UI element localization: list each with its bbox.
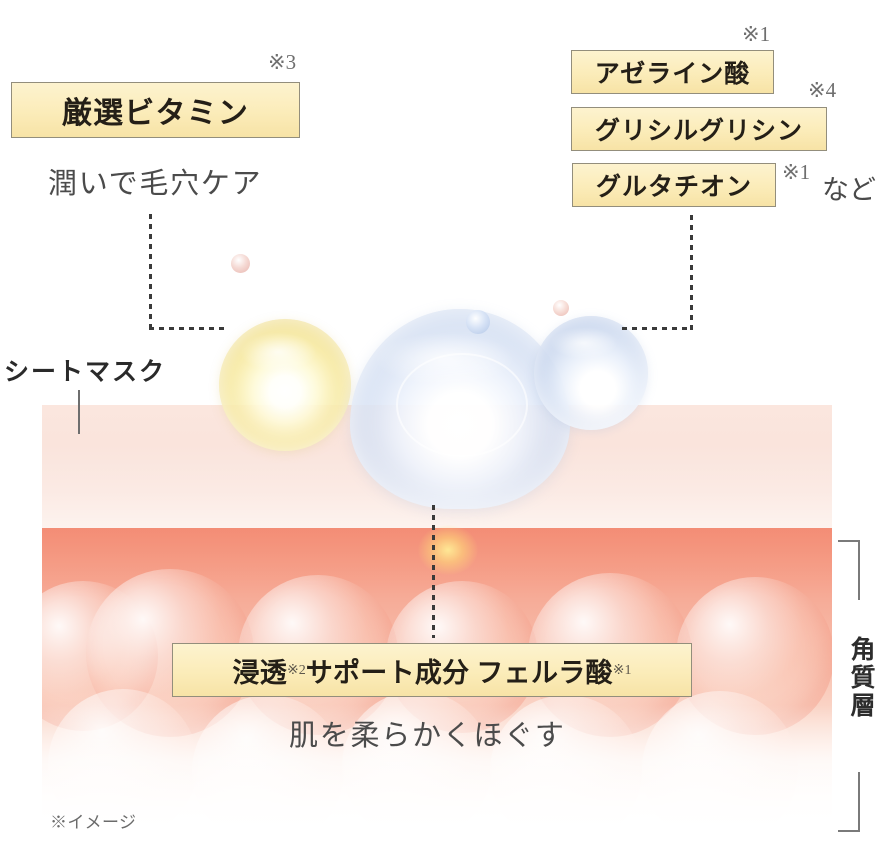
small-blue-bubble bbox=[466, 310, 490, 334]
vitamin-footnote-marker: ※3 bbox=[268, 50, 297, 74]
layer-fade-overlay bbox=[42, 705, 832, 830]
sheet-mask-label: シートマスク bbox=[4, 358, 167, 386]
support-ingredient-text: サポート成分 フェルラ酸 bbox=[305, 657, 613, 688]
left-connector-vertical bbox=[149, 214, 152, 330]
small-pink-bubble bbox=[553, 300, 569, 316]
azelaic-acid-box: アゼライン酸 bbox=[571, 50, 774, 94]
corneum-bracket-gap bbox=[839, 600, 863, 772]
ingredient-droplet bbox=[534, 316, 648, 430]
image-disclaimer: ※イメージ bbox=[50, 813, 137, 832]
small-pink-bubble bbox=[231, 254, 250, 273]
corneum-label: 角質層 bbox=[847, 636, 875, 720]
sheet-mask-pointer-line bbox=[78, 390, 80, 434]
glycylglycine-box: グリシルグリシン bbox=[571, 107, 827, 151]
penetration-text: 浸透 bbox=[232, 657, 287, 688]
right-connector-vertical bbox=[690, 215, 693, 331]
soften-skin-caption: 肌を柔らかくほぐす bbox=[289, 720, 566, 752]
glutathione-box: グルタチオン bbox=[572, 163, 776, 207]
left-connector-horizontal bbox=[149, 327, 227, 330]
glutathione-footnote-marker: ※1 bbox=[782, 160, 811, 184]
droplet-highlight bbox=[376, 333, 513, 385]
glycylglycine-footnote-marker: ※4 bbox=[808, 78, 837, 102]
main-essence-droplet bbox=[350, 309, 570, 509]
absorption-glow bbox=[418, 525, 478, 575]
center-connector-vertical bbox=[432, 505, 435, 638]
etc-suffix-label: など bbox=[822, 175, 876, 205]
vitamin-droplet bbox=[219, 319, 351, 451]
pore-care-caption: 潤いで毛穴ケア bbox=[48, 168, 263, 200]
penetration-footnote-marker: ※2 bbox=[286, 661, 306, 678]
right-connector-horizontal bbox=[622, 327, 693, 330]
azelaic-footnote-marker: ※1 bbox=[742, 22, 771, 46]
ferulic-footnote-marker: ※1 bbox=[612, 661, 632, 678]
vitamin-label-box: 厳選ビタミン bbox=[11, 82, 300, 138]
